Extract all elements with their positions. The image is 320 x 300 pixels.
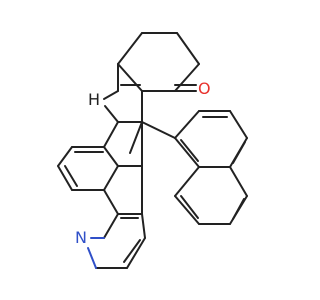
bond (123, 239, 141, 263)
molecule-structure: O H N (57, 32, 248, 269)
bond (174, 137, 200, 168)
bond (87, 247, 97, 269)
bond (229, 166, 248, 197)
bond (232, 198, 245, 220)
amine-hydrogen-label: H (88, 90, 100, 109)
bonds (57, 32, 248, 269)
bond (103, 165, 119, 191)
bond (103, 189, 119, 215)
bond (57, 165, 73, 191)
nitrogen-atom-label: N (75, 228, 87, 247)
bond (103, 213, 119, 239)
bond (103, 121, 119, 148)
bond (141, 121, 176, 139)
bond (103, 90, 119, 100)
bond (129, 121, 143, 154)
bond (174, 195, 200, 225)
bond (180, 195, 199, 219)
bond (180, 139, 199, 162)
bond (57, 146, 73, 167)
bond (103, 146, 119, 167)
bond (117, 63, 143, 92)
oxygen-atom-label: O (198, 79, 211, 98)
bond (174, 110, 200, 139)
bond (174, 63, 200, 92)
bond (232, 141, 246, 164)
bond (174, 166, 200, 197)
bond (117, 32, 143, 65)
bond (141, 213, 146, 239)
structure-canvas: O H N (57, 32, 248, 269)
bond (229, 110, 248, 139)
bond (126, 237, 146, 269)
bond (176, 32, 200, 65)
bond (64, 165, 78, 187)
bond (104, 105, 119, 123)
